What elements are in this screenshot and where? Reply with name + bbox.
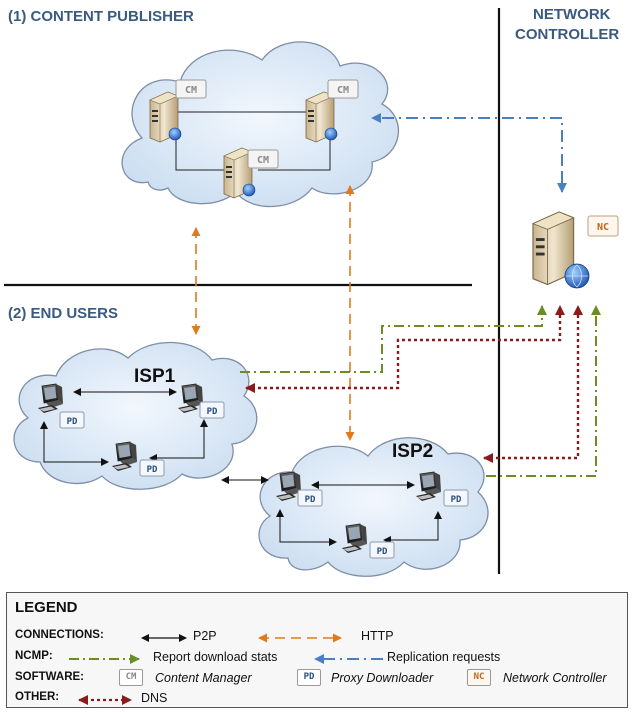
legend-http-swatch (258, 633, 342, 643)
svg-text:CM: CM (337, 85, 349, 96)
legend-report-swatch (69, 654, 140, 664)
legend-replication-label: Replication requests (387, 650, 501, 664)
pd-badge-isp2-left: PD (297, 489, 323, 507)
content-publisher-heading: (1) CONTENT PUBLISHER (8, 8, 194, 25)
network-controller-heading-line1: NETWORK (533, 6, 611, 23)
legend-cm-badge-icon: CM (119, 669, 143, 686)
diagram-canvas: CM CM CM NC PD PD PD (4, 8, 619, 577)
isp2-p2p-links (276, 481, 442, 546)
svg-text:PD: PD (67, 417, 78, 427)
pd-badge-isp2-bottom: PD (369, 541, 395, 559)
isp1-p2p-links (40, 388, 208, 466)
legend-dns-label: DNS (141, 691, 168, 705)
legend-pd-badge-icon: PD (297, 669, 321, 686)
legend-p2p-swatch (141, 634, 187, 642)
legend-ncmp-key: NCMP: (15, 650, 53, 662)
diagram: CM CM CM NC PD PD PD (4, 6, 620, 577)
svg-text:NC: NC (597, 222, 609, 233)
cm-server-right (305, 91, 338, 143)
report-stats-link-isp1 (240, 305, 547, 373)
legend-software-row: SOFTWARE: CM Content Manager PD Proxy Do… (15, 669, 625, 689)
legend: LEGEND CONNECTIONS: P2P HTTP NCMP: Repor… (6, 592, 628, 708)
cm-badge-bottom: CM (247, 149, 279, 169)
legend-cm-label: Content Manager (155, 671, 252, 685)
network-controller-heading-line2: CONTROLLER (515, 26, 620, 43)
legend-p2p-label: P2P (193, 629, 217, 643)
isp2-label: ISP2 (392, 441, 434, 462)
legend-other-key: OTHER: (15, 691, 60, 703)
nc-badge: NC (587, 215, 619, 237)
dns-link-isp2 (483, 305, 583, 463)
pd-badge-isp1-bottom: PD (139, 459, 165, 477)
cm-server-bottom (223, 147, 256, 199)
svg-text:CM: CM (257, 155, 269, 166)
pd-badge-isp2-right: PD (443, 489, 469, 507)
svg-text:PD: PD (147, 465, 158, 475)
svg-text:PD: PD (207, 407, 218, 417)
legend-connections-row: CONNECTIONS: P2P HTTP (15, 629, 615, 647)
legend-dns-swatch (78, 695, 132, 705)
svg-text:PD: PD (451, 495, 462, 505)
legend-pd-label: Proxy Downloader (331, 671, 434, 685)
legend-http-label: HTTP (361, 629, 394, 643)
pd-badge-isp1-right: PD (199, 401, 225, 419)
end-users-heading: (2) END USERS (8, 305, 119, 322)
legend-software-key: SOFTWARE: (15, 671, 84, 683)
report-stats-link-isp2 (486, 305, 601, 477)
svg-text:CM: CM (185, 85, 197, 96)
legend-nc-label: Network Controller (503, 671, 607, 685)
cm-badge-left: CM (175, 79, 207, 99)
cm-server-left (149, 91, 182, 143)
cm-badge-right: CM (327, 79, 359, 99)
svg-text:PD: PD (377, 547, 388, 557)
dns-link-isp1 (245, 305, 565, 393)
replication-request-link (371, 113, 563, 190)
svg-text:PD: PD (305, 495, 316, 505)
legend-report-label: Report download stats (153, 650, 278, 664)
legend-nc-badge-icon: NC (467, 669, 491, 686)
pd-badge-isp1-left: PD (59, 411, 85, 429)
legend-ncmp-row: NCMP: Report download stats Replication … (15, 650, 615, 668)
isp1-label: ISP1 (134, 366, 176, 387)
legend-title: LEGEND (15, 599, 78, 616)
legend-other-row: OTHER: DNS (15, 691, 315, 709)
cm-interconnections (172, 111, 331, 171)
legend-connections-key: CONNECTIONS: (15, 629, 104, 641)
legend-replication-swatch (314, 654, 383, 664)
